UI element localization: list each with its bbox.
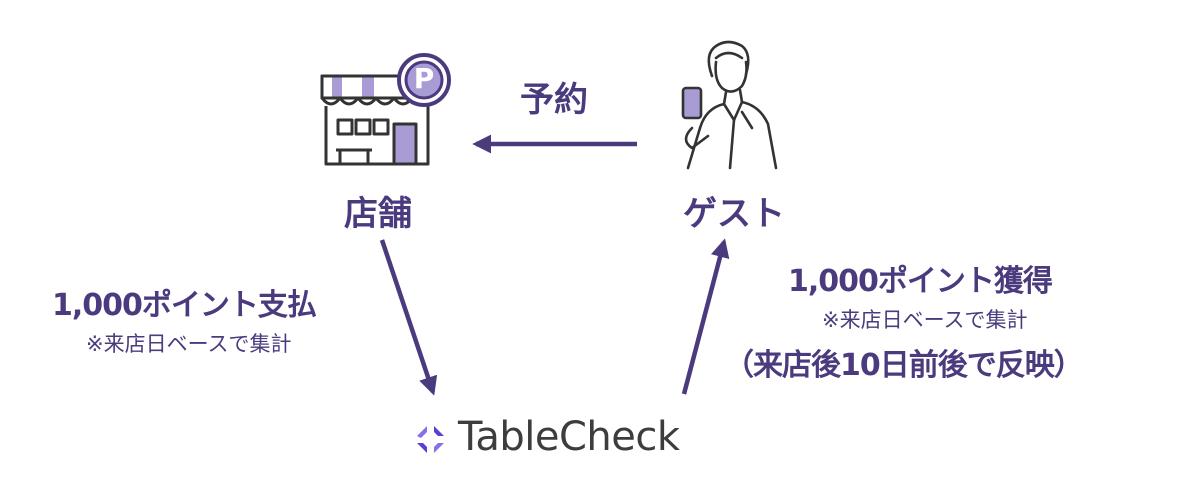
tablecheck-logo-icon (417, 426, 444, 453)
payment-arrow (379, 239, 438, 396)
points-badge-letter: P (413, 62, 435, 95)
guest-label: ゲスト (683, 194, 785, 234)
store-label: 店舗 (344, 194, 412, 234)
person-with-phone-icon (684, 40, 778, 170)
earn-note-reflection: （来店後10日前後で反映） (724, 348, 1084, 383)
points-badge-icon (397, 53, 451, 107)
earn-note: ※来店日ベースで集計 (822, 308, 1028, 332)
earn-arrow (681, 238, 730, 395)
tablecheck-wordmark: TableCheck (458, 414, 680, 460)
smartphone-icon (681, 86, 703, 120)
payment-label: 1,000ポイント支払 (52, 288, 317, 323)
payment-note: ※来店日ベースで集計 (86, 332, 292, 356)
reservation-label: 予約 (520, 80, 588, 120)
earn-label: 1,000ポイント獲得 (788, 264, 1053, 299)
